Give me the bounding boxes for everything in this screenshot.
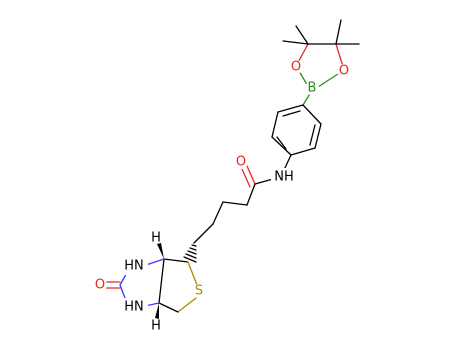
hash-5 [183, 256, 197, 263]
oxygen-atom-label-boronate-2: O [339, 64, 349, 79]
phenyl-bond-2 [314, 123, 322, 149]
bond-carbonyl-o-1 [246, 165, 256, 185]
bicyclic-core [105, 243, 198, 319]
ring-nh-label-bottom: HN [124, 300, 144, 315]
ring-c2-c3a [163, 258, 189, 263]
ring-c5-c6a [158, 302, 179, 313]
ring-c3a-n1 [145, 258, 165, 266]
oxygen-atom-label-amide: O [236, 155, 246, 170]
phenyl-bond-1 [302, 104, 322, 125]
stereo-wedge-top [157, 243, 164, 259]
chain-bond-1 [246, 183, 256, 206]
atom-labels: B O O O NH HN HN O S H H [93, 60, 351, 334]
phenyl-double-1 [309, 124, 316, 146]
ring-nh-label-top: HN [124, 259, 144, 274]
oxygen-atom-label-urea: O [95, 278, 105, 293]
chain-bond-3 [212, 201, 224, 225]
ring-c2-s [187, 261, 198, 286]
phenyl-double-2 [276, 136, 287, 150]
hash-2 [189, 247, 197, 251]
methyl-bond-3 [335, 19, 342, 45]
stereo-wedge-bottom [155, 303, 159, 319]
methyl-bond-2 [282, 40, 309, 45]
phenyl-bond-5 [271, 111, 279, 138]
stereo-hydrogen-label-bottom: H [151, 319, 161, 334]
phenyl-bond-6 [277, 104, 304, 113]
stereo-hash-wedge-chain [183, 244, 197, 263]
chain-bond-2 [222, 201, 248, 206]
ring-c3a-c6a [158, 258, 165, 304]
alkyl-chain [193, 183, 256, 244]
phenyl-ring [271, 104, 322, 156]
phenyl-bond-3 [290, 147, 316, 156]
stereo-hydrogen-label-top: H [151, 231, 161, 246]
bond-phenyl-nh [283, 154, 292, 171]
hash-3 [187, 250, 197, 255]
chain-bond-4 [193, 223, 214, 244]
hash-1 [191, 244, 197, 247]
phenyl-double-3 [282, 110, 301, 117]
bond-carbonyl-o-2 [241, 168, 251, 188]
boron-atom-label: B [308, 81, 317, 96]
bond-nh-carbonyl [254, 178, 274, 185]
ring-s-c5 [177, 297, 197, 313]
hash-4 [185, 253, 197, 259]
sulfur-atom-label: S [195, 284, 203, 299]
amide-nh-label: NH [274, 170, 294, 185]
amide-group [241, 165, 274, 188]
phenyl-bond-4 [271, 136, 292, 156]
oxygen-atom-label-boronate-1: O [291, 60, 301, 75]
methyl-bond-1 [295, 25, 309, 45]
